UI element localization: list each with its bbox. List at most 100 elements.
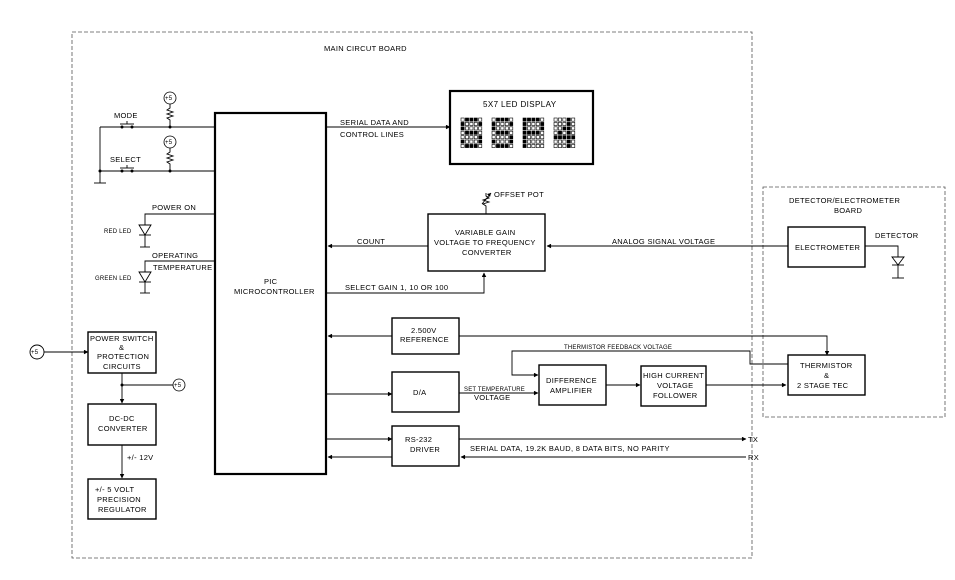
svg-text:+5: +5 xyxy=(174,383,182,389)
power-on-label: POWER ON xyxy=(152,203,196,212)
led-dot-on xyxy=(522,135,527,140)
led-dot-on xyxy=(558,135,562,140)
led-dot-on xyxy=(491,122,496,126)
pic-microcontroller-block xyxy=(213,111,328,476)
led-dot-on xyxy=(500,117,505,122)
pic-label: PIC xyxy=(264,277,278,286)
reference-label-2: REFERENCE xyxy=(400,335,449,344)
electrometer-label: ELECTROMETER xyxy=(795,243,861,252)
green-led xyxy=(138,260,215,294)
rx-label: RX xyxy=(748,453,759,462)
regulator-label-3: REGULATOR xyxy=(98,505,147,514)
led-dot-on xyxy=(562,135,567,140)
led-dot-on xyxy=(558,130,562,135)
thermistor-feedback-label: THERMISTOR FEEDBACK VOLTAGE xyxy=(564,345,672,351)
green-led-label: GREEN LED xyxy=(95,276,132,282)
led-dot-on xyxy=(473,144,478,148)
led-dot-on xyxy=(460,126,465,131)
reference-block xyxy=(391,317,460,355)
led-dot-on xyxy=(566,135,571,140)
led-dot-off xyxy=(527,144,531,148)
led-dot-off xyxy=(535,135,540,140)
led-dot-on xyxy=(509,122,514,126)
led-dot-off xyxy=(527,122,531,126)
led-dot-off xyxy=(571,139,576,144)
diff-amp-label-2: AMPLIFIER xyxy=(550,386,593,395)
led-dot-off xyxy=(500,122,505,126)
led-dot-off xyxy=(469,139,474,144)
led-dot-off xyxy=(558,126,562,131)
rs232-driver-block xyxy=(391,425,460,467)
led-dot-on xyxy=(540,126,545,131)
follower-label-3: FOLLOWER xyxy=(653,391,698,400)
detector-label: DETECTOR xyxy=(875,231,919,240)
led-dot-off xyxy=(496,126,500,131)
led-dot-off xyxy=(571,144,576,148)
follower-label-1: HIGH CURRENT xyxy=(643,371,704,380)
led-dot-off xyxy=(540,139,545,144)
set-temperature-label-2: VOLTAGE xyxy=(474,393,510,402)
diff-amp-label-1: DIFFERENCE xyxy=(546,376,597,385)
led-dot-on xyxy=(473,130,478,135)
led-dot-off xyxy=(540,144,545,148)
led-dot-off xyxy=(500,135,505,140)
led-dot-on xyxy=(478,122,483,126)
led-dot-off xyxy=(540,117,545,122)
rs232-label-1: RS-232 xyxy=(405,435,432,444)
led-dot-off xyxy=(460,130,465,135)
led-dot-off xyxy=(540,135,545,140)
led-dot-on xyxy=(522,122,527,126)
led-dot-off xyxy=(504,122,509,126)
led-dot-on xyxy=(500,130,505,135)
led-dot-off xyxy=(558,117,562,122)
led-dot-off xyxy=(469,135,474,140)
led-dot-on xyxy=(566,144,571,148)
supply-out-icon: +5 xyxy=(172,378,186,392)
led-dot-off xyxy=(509,144,514,148)
difference-amplifier-block xyxy=(538,364,607,406)
led-dot-off xyxy=(562,117,567,122)
led-dot-on xyxy=(522,144,527,148)
led-dot-on xyxy=(566,122,571,126)
main-board-title: MAIN CIRCUT BOARD xyxy=(324,44,407,53)
led-dot-off xyxy=(562,122,567,126)
led-dot-off xyxy=(500,126,505,131)
led-dot-off xyxy=(491,117,496,122)
led-dot-off xyxy=(535,122,540,126)
main-board-boundary xyxy=(71,31,753,559)
v2f-label-2: VOLTAGE TO FREQUENCY xyxy=(434,238,536,247)
serial-data-label: SERIAL DATA AND xyxy=(340,118,409,127)
led-dot-on xyxy=(465,117,469,122)
led-dot-on xyxy=(509,139,514,144)
led-dot-off xyxy=(535,126,540,131)
led-dot-off xyxy=(473,139,478,144)
led-dot-on xyxy=(571,135,576,140)
led-dot-off xyxy=(527,126,531,131)
detector-board-boundary xyxy=(762,186,946,418)
da-label: D/A xyxy=(413,388,426,397)
v2f-label-1: VARIABLE GAIN xyxy=(455,228,515,237)
led-dot-off xyxy=(558,122,562,126)
led-dot-off xyxy=(509,126,514,131)
svg-text:+5: +5 xyxy=(31,350,39,356)
led-dot-on xyxy=(460,139,465,144)
switch-section: MODE SELECT +5 +5 xyxy=(94,91,215,184)
rs232-label-2: DRIVER xyxy=(410,445,440,454)
led-dot-on xyxy=(522,139,527,144)
thermistor-label-3: 2 STAGE TEC xyxy=(797,381,849,390)
thermistor-label-2: & xyxy=(824,371,829,380)
led-dot-off xyxy=(535,139,540,144)
led-dot-off xyxy=(553,117,558,122)
led-dot-on xyxy=(465,144,469,148)
led-display-title: 5X7 LED DISPLAY xyxy=(483,100,557,109)
led-dot-on xyxy=(527,130,531,135)
led-dot-off xyxy=(553,130,558,135)
led-dot-on xyxy=(562,126,567,131)
led-dot-on xyxy=(504,117,509,122)
regulator-label-1: +/- 5 VOLT xyxy=(95,485,134,494)
led-dot-on xyxy=(478,135,483,140)
offset-pot-label: OFFSET POT xyxy=(494,190,544,199)
led-dot-on xyxy=(469,117,474,122)
led-dot-on xyxy=(522,117,527,122)
operating-temp-label: OPERATING xyxy=(152,251,198,260)
